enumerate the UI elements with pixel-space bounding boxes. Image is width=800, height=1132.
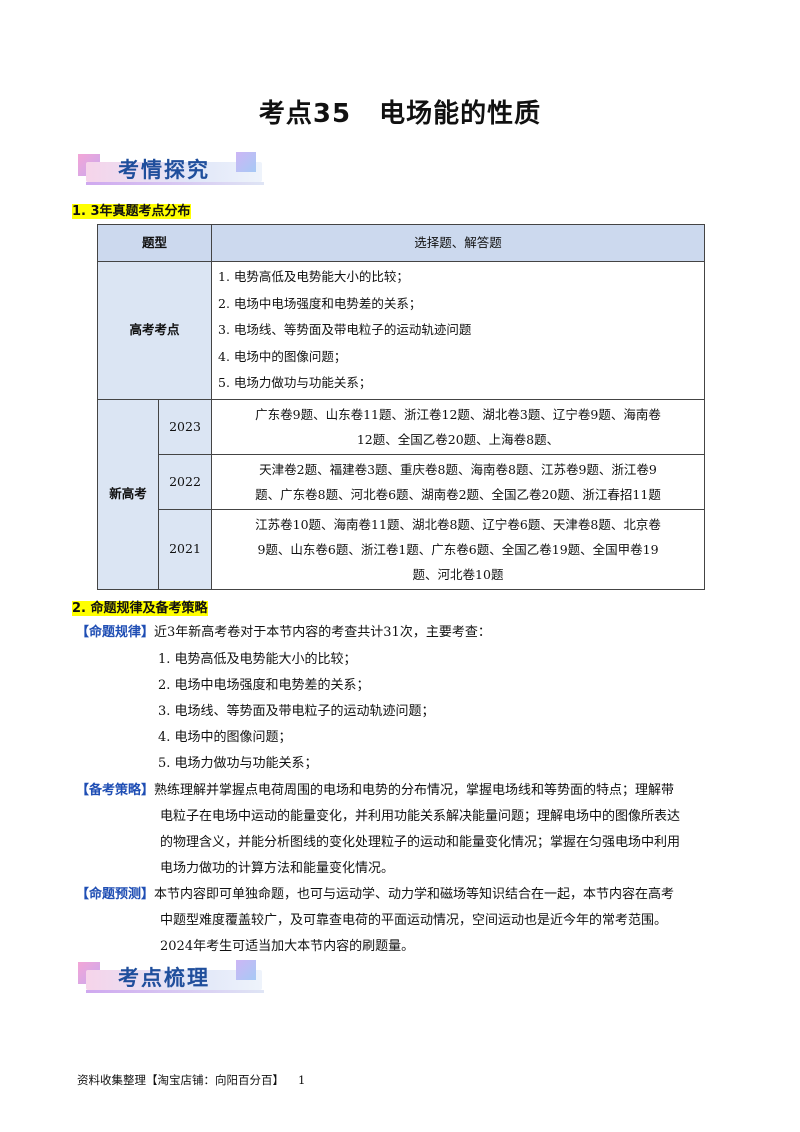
list-item: 1. 电势高低及电势能大小的比较； — [218, 269, 409, 284]
table-row: 2021 江苏卷10题、海南卷11题、湖北卷8题、辽宁卷6题、天津卷8题、北京卷… — [98, 508, 705, 590]
list-item: 2. 电场中电场强度和电势差的关系； — [218, 295, 422, 311]
rule-text: 近3年新高考卷对于本节内容的考查共计31次，主要考查： — [154, 625, 491, 640]
table-header-type: 题型 — [97, 224, 212, 262]
year-cell: 2023 — [158, 398, 212, 455]
list-item: 5. 电场力做功与功能关系； — [218, 375, 372, 391]
forecast-tag: 【命题预测】 — [76, 887, 155, 902]
section1-heading: 1. 3年真题考点分布 — [72, 204, 191, 219]
list-item: 1. 电势高低及电势能大小的比较； — [158, 652, 357, 667]
page-title: 考点35 电场能的性质 — [0, 93, 800, 130]
list-item: 3. 电场线、等势面及带电粒子的运动轨迹问题 — [218, 322, 472, 338]
table-row: 高考考点 1. 电势高低及电势能大小的比较； 2. 电场中电场强度和电势差的关系… — [97, 261, 705, 400]
banner-exam-analysis: 考情探究 — [78, 150, 268, 190]
list-item: 5. 电场力做功与功能关系； — [158, 756, 318, 771]
strategy-paragraph: 【备考策略】熟练理解并掌握点电荷周围的电场和电势的分布情况，掌握电场线和等势面的… — [76, 783, 681, 876]
table-row: 新高考 2023 广东卷9题、山东卷11题、浙江卷12题、湖北卷3题、辽宁卷9题… — [97, 398, 705, 590]
title-main: 电场能的性质 — [379, 99, 542, 129]
list-item: 4. 电场中的图像问题； — [158, 730, 292, 745]
rule-tag: 【命题规律】 — [76, 625, 155, 640]
exam-distribution-table: 题型 选择题、解答题 高考考点 1. 电势高低及电势能大小的比较； 2. 电场中… — [97, 224, 705, 590]
strategy-tag: 【备考策略】 — [76, 783, 155, 798]
page-footer: 资料收集整理【淘宝店铺：向阳百分百】 1 — [77, 1072, 305, 1088]
papers-cell: 江苏卷10题、海南卷11题、湖北卷8题、辽宁卷6题、天津卷8题、北京卷 9题、山… — [211, 508, 705, 590]
papers-cell: 天津卷2题、福建卷3题、重庆卷8题、海南卷8题、江苏卷9题、浙江卷9 题、广东卷… — [211, 453, 705, 510]
footer-text: 资料收集整理【淘宝店铺：向阳百分百】 — [77, 1073, 284, 1087]
papers-cell: 广东卷9题、山东卷11题、浙江卷12题、湖北卷3题、辽宁卷9题、海南卷 12题、… — [211, 398, 705, 455]
banner-point-summary: 考点梳理 — [78, 958, 268, 998]
list-item: 3. 电场线、等势面及带电粒子的运动轨迹问题； — [158, 704, 435, 719]
forecast-paragraph: 【命题预测】本节内容即可单独命题，也可与运动学、动力学和磁场等知识结合在一起，本… — [76, 887, 675, 954]
points-label: 高考考点 — [97, 261, 212, 400]
table-header-kinds: 选择题、解答题 — [211, 224, 705, 262]
section2-heading: 2. 命题规律及备考策略 — [72, 601, 208, 616]
new-exam-label: 新高考 — [97, 398, 159, 590]
points-list: 1. 电势高低及电势能大小的比较； 2. 电场中电场强度和电势差的关系； 3. … — [211, 261, 705, 400]
rule-paragraph: 【命题规律】近3年新高考卷对于本节内容的考查共计31次，主要考查： — [76, 620, 704, 646]
title-prefix: 考点35 — [258, 99, 352, 129]
page-number: 1 — [298, 1073, 306, 1087]
banner-exam-analysis-label: 考情探究 — [118, 158, 210, 182]
table-row: 题型 选择题、解答题 — [97, 224, 705, 262]
list-item: 2. 电场中电场强度和电势差的关系； — [158, 678, 370, 693]
list-item: 4. 电场中的图像问题； — [218, 348, 347, 364]
banner-point-summary-label: 考点梳理 — [118, 966, 210, 990]
year-cell: 2021 — [158, 508, 212, 590]
table-row: 2022 天津卷2题、福建卷3题、重庆卷8题、海南卷8题、江苏卷9题、浙江卷9 … — [98, 453, 705, 510]
year-cell: 2022 — [158, 453, 212, 510]
